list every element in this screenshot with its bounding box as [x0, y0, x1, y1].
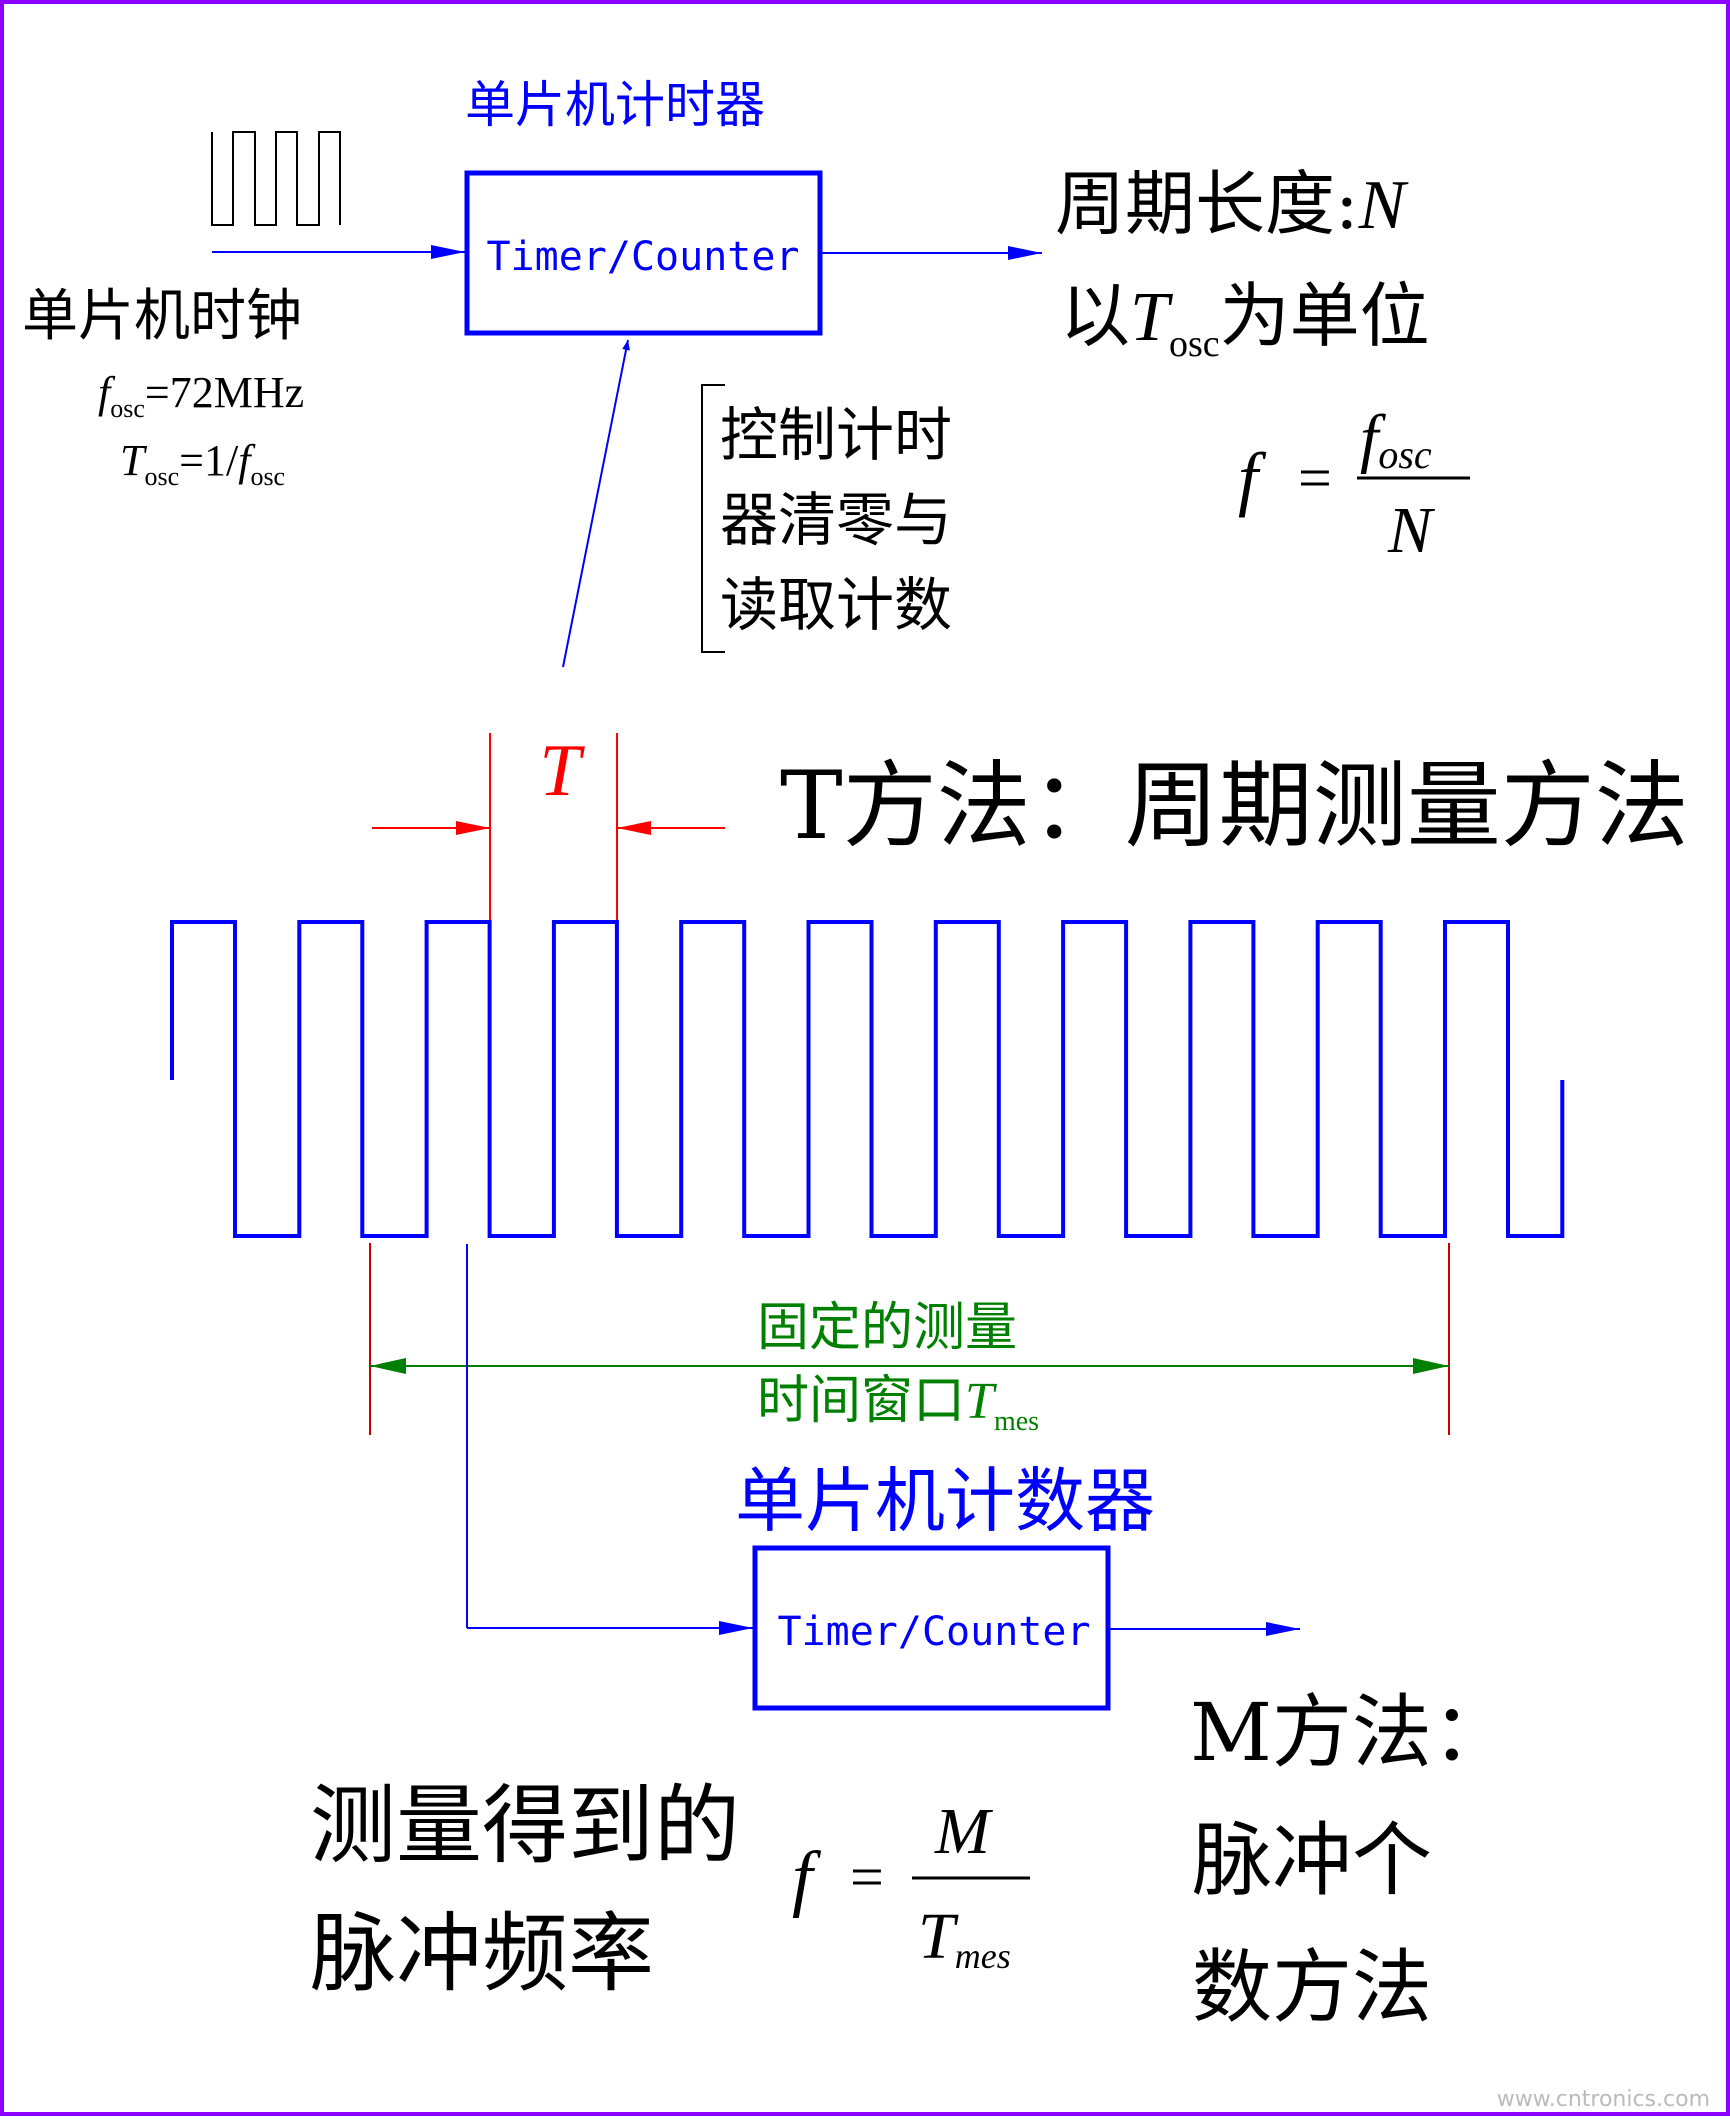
timer-box	[464, 170, 823, 336]
formula1-denominator: N	[1387, 494, 1436, 567]
formula1-numerator: fosc	[1360, 402, 1432, 477]
watermark: www.cntronics.com	[1497, 2087, 1710, 2112]
formula2-lhs: f	[792, 1837, 822, 1919]
formula2-eq: =	[850, 1844, 884, 1910]
t-method-title: T方法：周期测量方法	[780, 752, 1689, 861]
m-method-line-3: 数方法	[1192, 1941, 1432, 2034]
timer-title: 单片机计时器	[465, 76, 765, 134]
m-method-line-1: M方法：	[1190, 1686, 1512, 1779]
control-note-line-1: 控制计时	[720, 401, 952, 469]
window-label-line-1: 固定的测量	[757, 1298, 1017, 1358]
control-note-bracket	[701, 384, 725, 653]
clock-pulse-icon	[211, 131, 341, 226]
control-note-line-2: 器清零与	[720, 486, 952, 554]
control-arrow	[562, 339, 630, 668]
formula2-denominator: Tmes	[918, 1900, 1011, 1976]
window-label-line-2: 时间窗口Tmes	[757, 1371, 1039, 1437]
fosc-line: fosc=72MHz	[98, 368, 304, 423]
formula-f-fosc-over-n: f = fosc N	[1238, 402, 1470, 567]
measured-freq-line-2: 脉冲频率	[310, 1904, 654, 2004]
control-note-line-3: 读取计数	[720, 571, 952, 639]
period-length-label: 周期长度:N	[1055, 163, 1409, 245]
formula1-lhs: f	[1238, 438, 1267, 518]
formula-f-m-over-tmes: f = M Tmes	[792, 1795, 1030, 1976]
timer-box-label: Timer/Counter	[486, 234, 799, 280]
tosc-line: Tosc=1/fosc	[120, 436, 285, 491]
m-method-line-2: 脉冲个	[1192, 1814, 1432, 1907]
formula2-numerator: M	[934, 1795, 994, 1868]
formula1-eq: =	[1298, 445, 1332, 511]
counter-title: 单片机计数器	[735, 1460, 1155, 1542]
clock-label: 单片机时钟	[22, 284, 302, 349]
counter-box	[752, 1545, 1111, 1711]
period-unit-label: 以Tosc为单位	[1060, 275, 1430, 365]
counter-box-label: Timer/Counter	[777, 1609, 1090, 1655]
measured-freq-line-1: 测量得到的	[310, 1776, 740, 1876]
period-marker-label: T	[539, 730, 585, 812]
pulse-waveform	[170, 920, 1565, 1238]
